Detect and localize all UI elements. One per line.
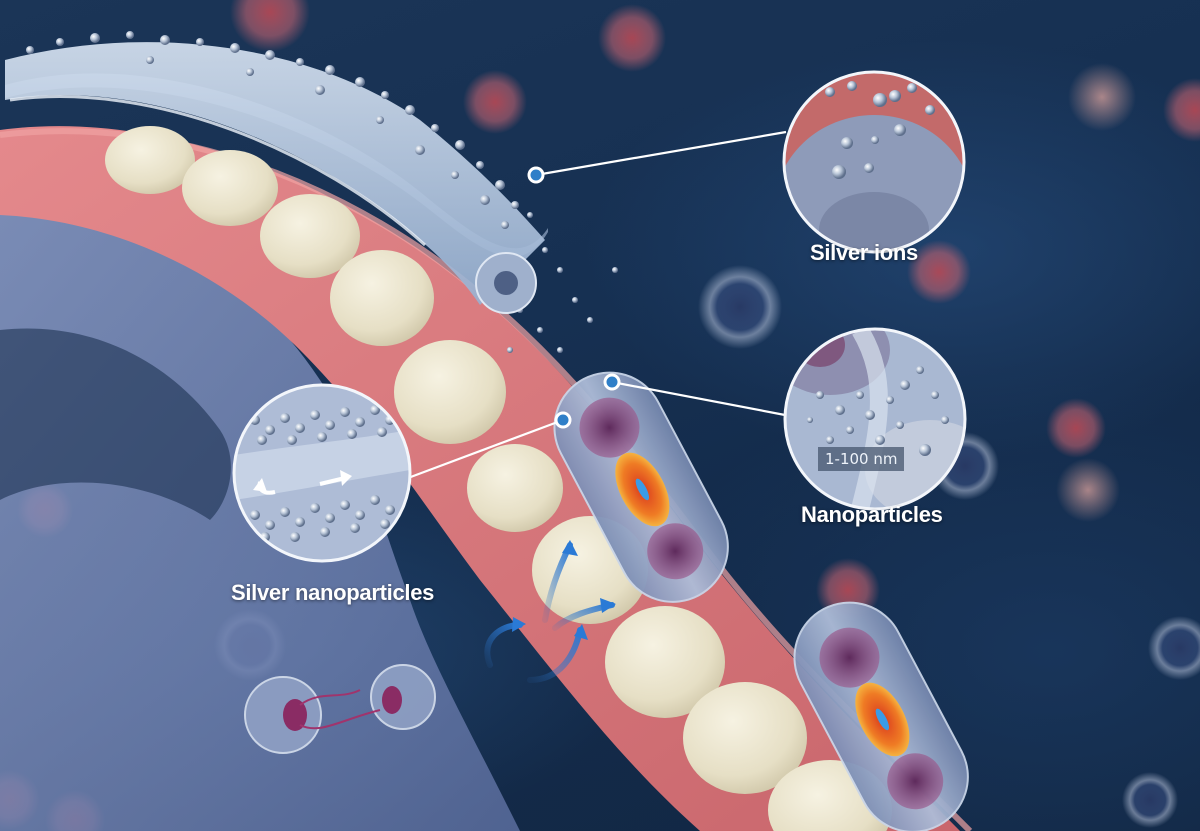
label-silver-nanoparticles: Silver nanoparticles bbox=[231, 580, 435, 605]
label-silver-ions: Silver ions bbox=[810, 240, 918, 265]
particle-cloud bbox=[26, 31, 618, 353]
callout-dots bbox=[527, 166, 621, 429]
bacterium-rod-lower bbox=[793, 601, 969, 831]
label-nanoparticles: Nanoparticles bbox=[801, 502, 943, 527]
dividing-bacteria bbox=[244, 664, 436, 754]
bacterium-rod-upper bbox=[553, 371, 729, 603]
magnifier-silver-nanoparticles bbox=[234, 385, 410, 561]
callout-lines bbox=[407, 130, 787, 480]
scale-badge: 1-100 nm bbox=[818, 447, 905, 471]
